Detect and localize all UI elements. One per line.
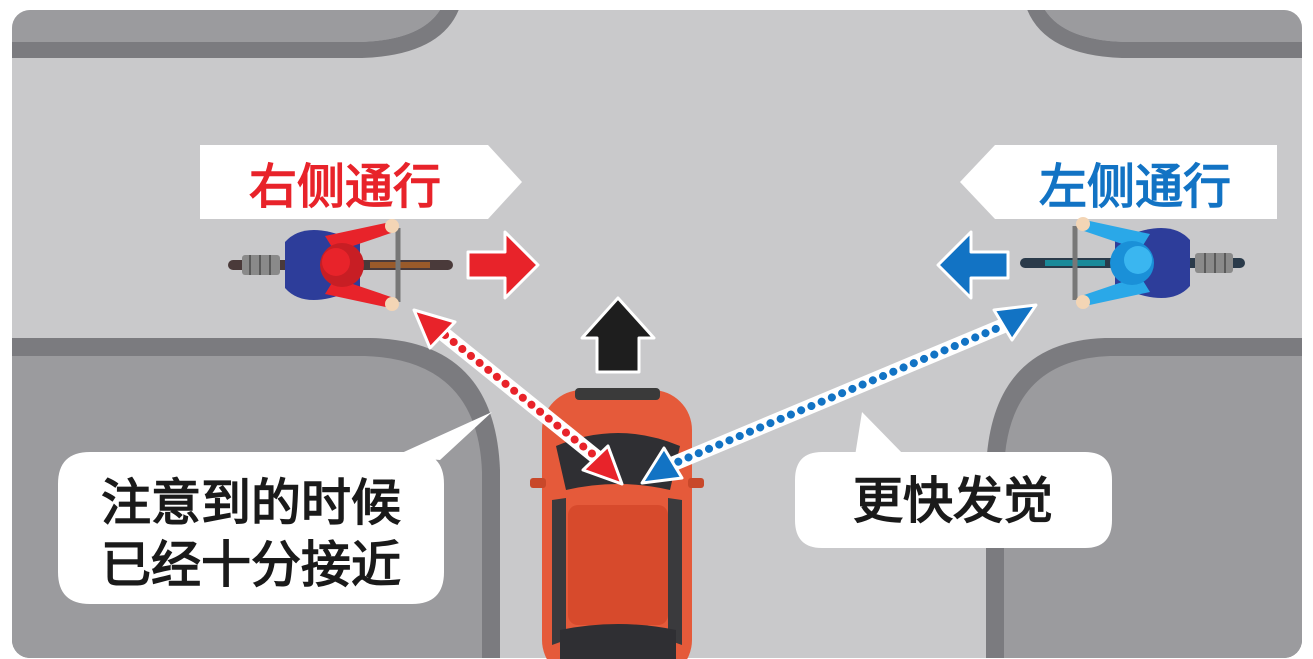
bubble-left-line1: 注意到的时候: [101, 474, 401, 532]
curb-top-right: [1024, 10, 1302, 58]
sightline-red: [412, 308, 624, 486]
cyclist-red-icon: [228, 219, 453, 311]
sightline-blue: [640, 303, 1038, 485]
arrow-right-red-icon: [466, 230, 540, 300]
bubble-left-line2: 已经十分接近: [101, 536, 401, 594]
cyclist-blue-icon: [1020, 217, 1245, 309]
label-right-side: 右侧通行: [249, 159, 441, 215]
sidewalk-top-right: [1040, 10, 1302, 42]
speech-bubble-left: 注意到的时候 已经十分接近: [58, 412, 492, 604]
arrow-up-black-icon: [580, 296, 656, 374]
speech-bubble-right: 更快发觉: [795, 412, 1112, 548]
sidewalk-top-left: [12, 10, 445, 42]
bubble-right-text: 更快发觉: [853, 472, 1053, 530]
car-top-view-icon: [530, 388, 704, 659]
arrow-left-blue-icon: [936, 230, 1010, 300]
curb-top-left: [12, 10, 462, 58]
label-tag-left-side: [960, 145, 1277, 219]
label-left-side: 左侧通行: [1039, 159, 1231, 215]
label-tag-right-side: [200, 145, 522, 219]
sidewalk-bottom-right: [1004, 356, 1302, 658]
